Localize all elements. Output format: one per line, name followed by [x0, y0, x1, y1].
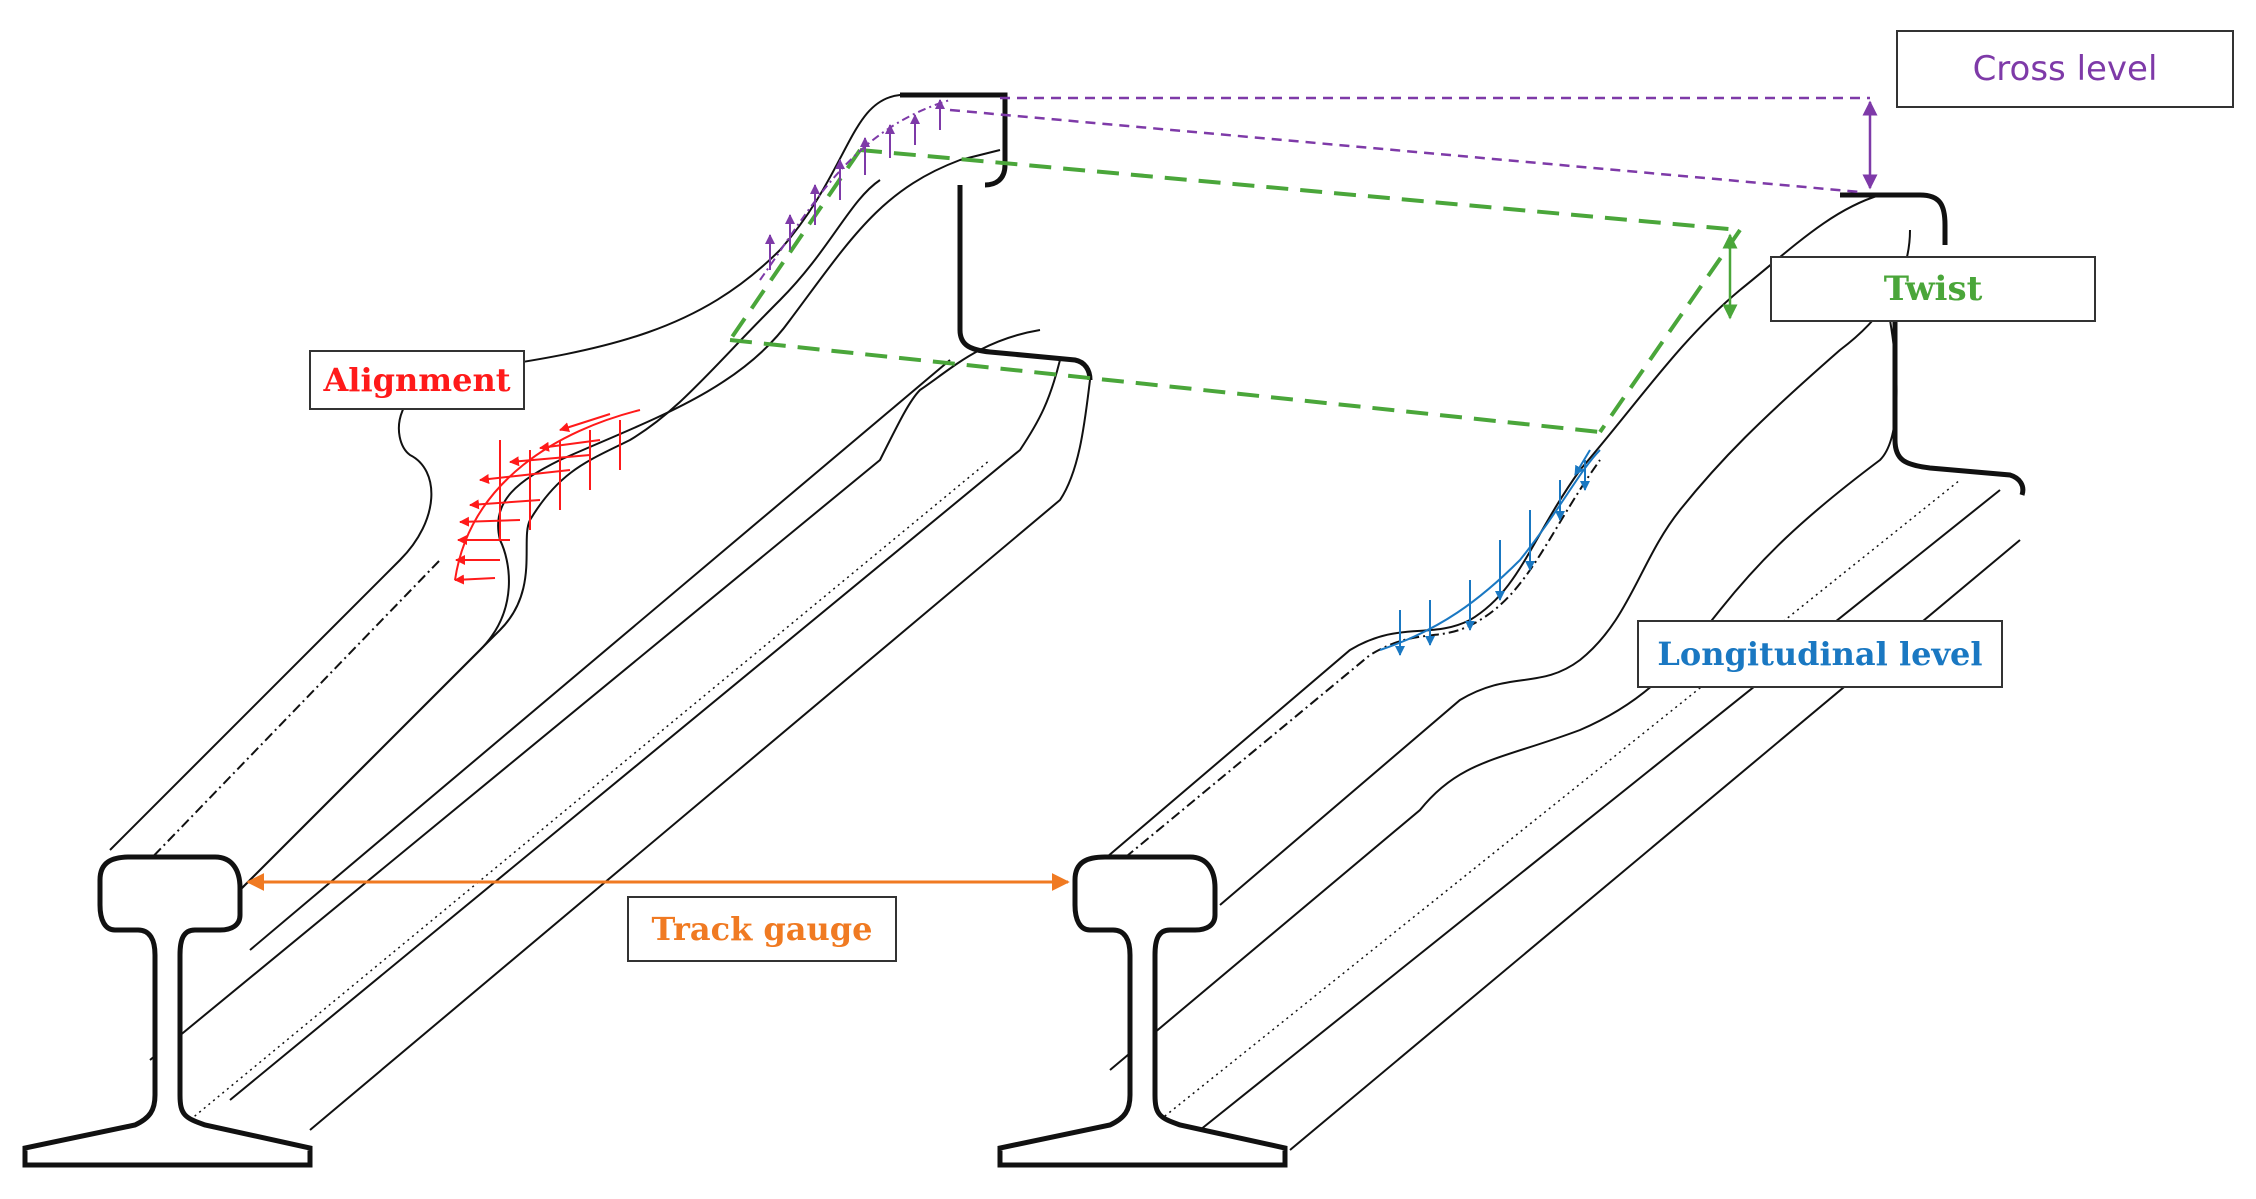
cross-level-label: Cross level: [1896, 30, 2234, 108]
alignment-arrows: [454, 409, 641, 585]
right-rail-far-end: [1840, 192, 2026, 496]
left-rail: [109, 94, 1091, 1131]
twist-lines: [728, 148, 1742, 434]
longitudinal-level-label: Longitudinal level: [1637, 620, 2003, 688]
track-gauge-label: Track gauge: [627, 896, 897, 962]
longitudinal-level-arrows: [1379, 449, 1601, 656]
alignment-label: Alignment: [309, 350, 525, 410]
left-rail-far-end: [900, 92, 1093, 381]
cross-level-lines: [949, 96, 1870, 194]
right-rail-profile: [997, 854, 1288, 1168]
twist-label: Twist: [1770, 256, 2096, 322]
right-rail: [1079, 194, 2021, 1151]
cross-level-profile-arrows: [759, 99, 951, 281]
left-rail-profile: [22, 854, 313, 1168]
